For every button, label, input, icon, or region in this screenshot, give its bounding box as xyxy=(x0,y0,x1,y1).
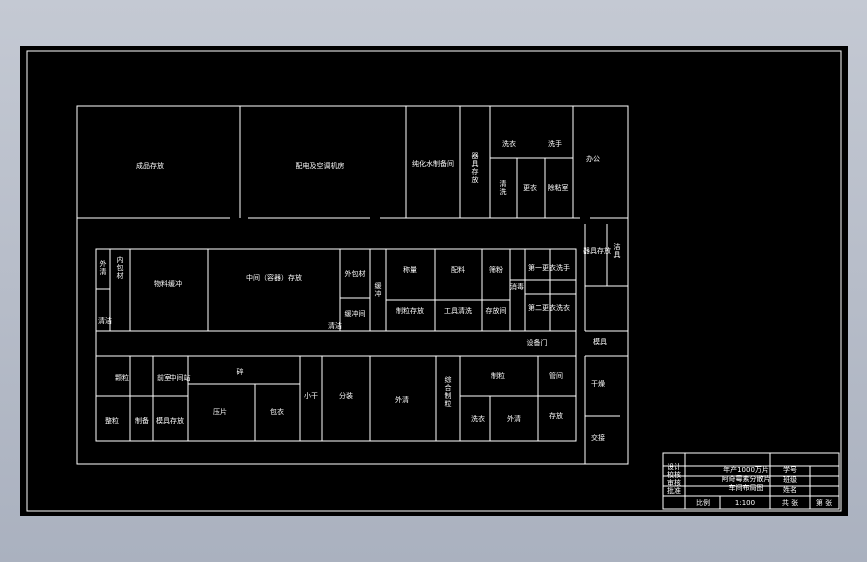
room-ke-li: 颗粒 xyxy=(115,374,129,382)
tb-right-3: 姓名 xyxy=(783,486,797,494)
room-qing-jie: 清洁 xyxy=(98,317,112,325)
tb-scale-label: 比例 xyxy=(696,499,710,507)
room-washroom: 洗衣 xyxy=(502,140,516,148)
room-jie-ju: 洁具 xyxy=(613,243,621,259)
tb-row-2: 校核 xyxy=(667,471,681,479)
room-xiao-dui: 缓冲 xyxy=(374,282,382,298)
room-zhong-ji: 中间站 xyxy=(169,374,191,382)
room-xi-yi: 洗衣 xyxy=(471,415,485,423)
room-finished-goods: 成品存放 xyxy=(136,162,164,170)
room-sieve: 筛粉 xyxy=(489,266,503,274)
room-ji-gan-ju: 器具存放 xyxy=(583,247,611,255)
room-outer-pkg: 外包材 xyxy=(344,270,366,278)
room-jin-ying: 称量 xyxy=(403,266,417,274)
room-ya-pian: 压片 xyxy=(213,408,227,416)
room-central-pkg: 中间（容器）存放 xyxy=(246,274,302,282)
room-toilet: 洗手 xyxy=(548,140,562,148)
outer-wall xyxy=(76,218,629,465)
room-wai-qing-3: 外清 xyxy=(507,415,521,423)
room-second-change: 第二更衣 xyxy=(528,304,556,312)
tb-scale-value: 1:100 xyxy=(734,499,756,507)
tb-right-2: 班级 xyxy=(783,476,797,484)
floor-plan xyxy=(26,50,842,512)
room-sui: 碎 xyxy=(236,368,244,376)
room-fen-zhuang: 分装 xyxy=(339,392,353,400)
room-dry-clean: 除粘室 xyxy=(547,184,569,192)
clean-area-wall xyxy=(95,248,577,442)
tb-row-4: 批准 xyxy=(667,487,681,495)
room-zhi-li: 制粒 xyxy=(491,372,505,380)
tb-row-1: 设计 xyxy=(667,463,681,471)
room-she-fang: 存放 xyxy=(549,412,563,420)
room-guan-jian: 管间 xyxy=(549,372,563,380)
title-block xyxy=(662,452,840,510)
room-zong-he: 综合制粒 xyxy=(444,376,452,408)
room-dress: 洗手 xyxy=(556,264,570,272)
tb-sheet-label: 共 张 xyxy=(781,499,799,507)
room-zhang-li: 整粒 xyxy=(105,417,119,425)
drawing-frame xyxy=(26,50,842,512)
room-she-bei-men: 设备门 xyxy=(526,339,548,347)
room-bao-yi: 包衣 xyxy=(270,408,284,416)
room-first-change: 第一更衣 xyxy=(528,264,556,272)
room-jiao-jie: 交接 xyxy=(591,434,605,442)
room-buffer: 缓冲间 xyxy=(344,310,366,318)
outer-wall-top xyxy=(76,105,629,218)
room-zhi-bei: 制备 xyxy=(135,417,149,425)
room-qing-jie-2: 清洁 xyxy=(328,322,342,330)
room-mo-ju: 模具存放 xyxy=(156,417,184,425)
room-office: 办公 xyxy=(586,155,600,163)
room-xiao-gan: 小干 xyxy=(304,392,318,400)
room-change-clothes: 更衣 xyxy=(523,184,537,192)
room-fu: 洗衣 xyxy=(556,304,570,312)
room-bi-yan: 配料 xyxy=(451,266,465,274)
tb-project-2: 阿奇霉素分散片 xyxy=(721,475,771,483)
tb-sheet-num: 第 张 xyxy=(815,499,833,507)
room-equip-storage: 器具存放 xyxy=(471,152,479,184)
tb-project-1: 年产1000万片 xyxy=(723,466,769,474)
room-mix: 制粒存放 xyxy=(396,307,424,315)
drawing-sheet: 成品存放 配电及空调机房 纯化水制备间 器具存放 洗衣 洗手 办公 清洗 更衣 … xyxy=(20,46,848,516)
tb-row-3: 审核 xyxy=(667,479,681,487)
room-guo-hu: 模具 xyxy=(593,338,607,346)
room-cun-mu: 存放间 xyxy=(485,307,507,315)
room-wai-qing: 外清 xyxy=(99,260,107,276)
room-inner-pkg: 内包材 xyxy=(116,256,124,280)
room-material-cut: 物料缓冲 xyxy=(154,280,182,288)
tb-project-3: 车间布局图 xyxy=(728,484,764,492)
room-qian-jian: 前室 xyxy=(157,374,171,382)
room-water-treatment: 纯化水制备间 xyxy=(412,160,454,168)
room-wash: 清洗 xyxy=(499,180,507,196)
room-xiao-du: 消毒 xyxy=(510,283,524,291)
room-gan-yi: 干燥 xyxy=(591,380,605,388)
room-tools-storage: 工具清洗 xyxy=(444,307,472,315)
tb-right-1: 学号 xyxy=(783,466,797,474)
room-power-ac: 配电及空调机房 xyxy=(295,162,345,170)
room-wai-qing-2: 外清 xyxy=(395,396,409,404)
